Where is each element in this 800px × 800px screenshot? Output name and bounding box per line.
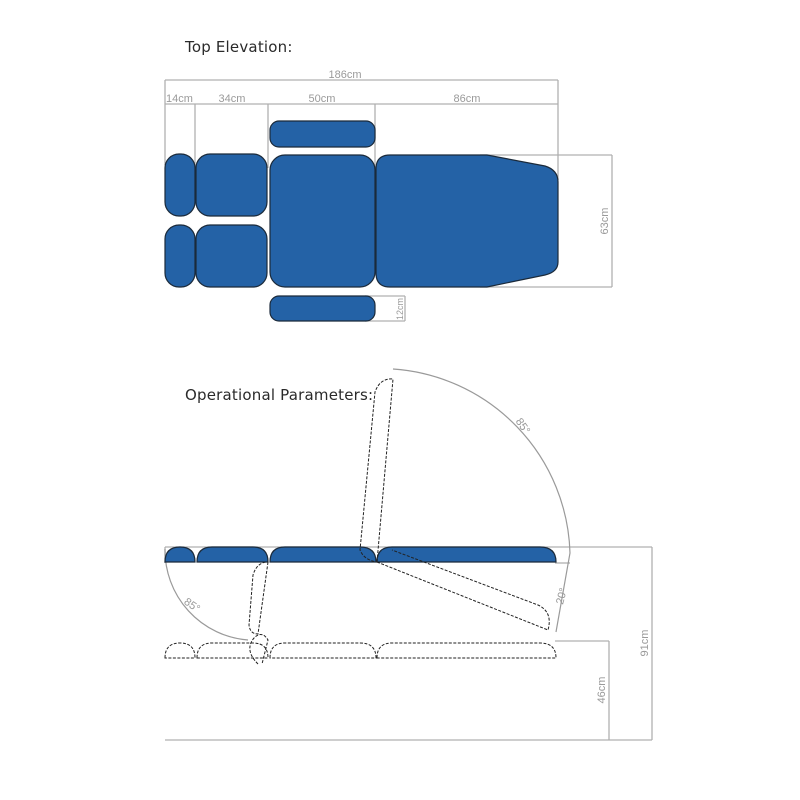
- max-height-label: 91cm: [639, 630, 651, 657]
- middle-pad: [269, 154, 376, 288]
- total-length-label: 186cm: [328, 69, 361, 81]
- leg-section-lowered-outline: [248, 561, 269, 635]
- lowered-upper-pad: [196, 642, 269, 659]
- lowered-back-pad: [376, 642, 557, 659]
- min-height-label: 46cm: [596, 677, 608, 704]
- backrest-raised-outline: [359, 378, 394, 563]
- operational-parameters-title: Operational Parameters:: [185, 386, 374, 404]
- operational-drawing: 91cm 46cm 85° 85° 20°: [164, 368, 653, 741]
- leg-angle-label: 85°: [181, 596, 202, 615]
- armrest-top: [269, 120, 376, 148]
- head-pad-top: [164, 153, 196, 217]
- backrest-angle-arc: [392, 368, 571, 633]
- side-upper-pad: [196, 546, 269, 563]
- head-pad-bottom: [164, 224, 196, 288]
- head-segment-label: 14cm: [166, 93, 193, 105]
- upper-pad-bottom: [195, 224, 268, 288]
- width-label: 63cm: [599, 208, 611, 235]
- lowered-head-pad: [164, 642, 196, 659]
- top-dimension-lines: [164, 79, 613, 322]
- leg-angle-arc: [164, 548, 249, 641]
- lowered-middle-pad: [269, 642, 377, 659]
- armrest-bottom: [269, 295, 376, 322]
- armrest-width-label: 12cm: [395, 298, 405, 320]
- side-middle-pad: [269, 546, 377, 563]
- upper-segment-label: 34cm: [219, 93, 246, 105]
- tilt-angle-label: 20°: [554, 587, 570, 606]
- top-elevation-title: Top Elevation:: [185, 38, 293, 56]
- side-back-pad: [376, 546, 557, 563]
- side-head-pad: [164, 546, 196, 563]
- upper-pad-top: [195, 153, 268, 217]
- back-pad: [375, 154, 559, 288]
- top-elevation-drawing: 186cm 14cm 34cm 50cm 86cm 63cm 12cm: [164, 69, 613, 322]
- middle-segment-label: 50cm: [309, 93, 336, 105]
- lowered-leg-hinge-outline: [249, 634, 269, 665]
- back-segment-label: 86cm: [454, 93, 481, 105]
- back-section-tilted-outline: [376, 549, 550, 631]
- backrest-angle-label: 85°: [513, 416, 532, 437]
